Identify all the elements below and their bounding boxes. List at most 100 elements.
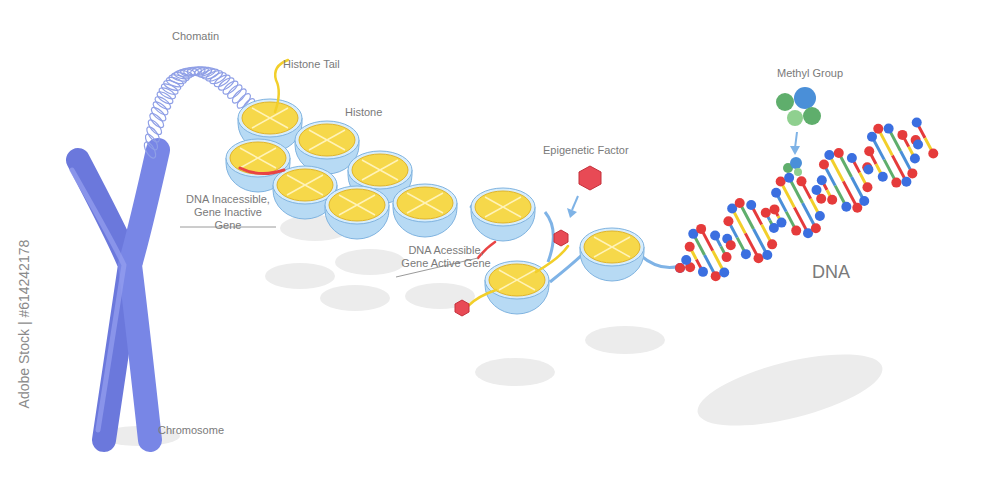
histone-rim: [295, 121, 359, 159]
backbone-ball: [816, 194, 826, 204]
histone-cross: [485, 197, 521, 217]
histone-cross: [499, 270, 535, 290]
histone-core: [242, 102, 298, 134]
histone-cross: [362, 160, 398, 180]
backbone-ball: [913, 140, 923, 150]
histone-cross: [240, 148, 276, 168]
backbone-ball: [827, 195, 837, 205]
backbone-ball: [811, 185, 821, 195]
backbone-ball: [912, 117, 922, 127]
histone-rim: [238, 99, 302, 137]
histone-cross: [287, 175, 323, 195]
histone-cross: [339, 195, 375, 215]
shadows: [100, 215, 889, 446]
backbone-ball: [754, 253, 764, 263]
backbone-ball: [771, 188, 781, 198]
backbone-ball: [770, 204, 780, 214]
histone-core: [584, 231, 640, 263]
inactive-gene-label: DNA Inacessible, Gene Inactive Gene: [180, 193, 276, 233]
coil-loop: [221, 79, 240, 97]
backbone-ball: [819, 160, 829, 170]
histone-rim: [471, 188, 535, 226]
histone-cross: [594, 237, 630, 257]
watermark: Adobe Stock | #614242178: [16, 208, 33, 408]
histone-rim: [393, 184, 457, 222]
backbone-ball: [847, 153, 857, 163]
methyl-group-label: Methyl Group: [777, 67, 843, 80]
backbone-ball: [710, 231, 720, 241]
backbone-ball: [722, 252, 732, 262]
backbone-ball: [698, 267, 708, 277]
histone-cross: [339, 195, 375, 215]
methyl-group: [776, 87, 821, 176]
histone-tail-label: Histone Tail: [283, 58, 340, 71]
histone-core: [352, 154, 408, 186]
histone-cross: [362, 160, 398, 180]
backbone-ball: [817, 175, 827, 185]
backbone-ball: [867, 132, 877, 142]
histone-cross: [594, 237, 630, 257]
backbone-ball: [891, 178, 901, 188]
histone-rim: [325, 186, 389, 224]
backbone-ball: [864, 146, 874, 156]
histone-core: [277, 169, 333, 201]
backbone-ball: [901, 177, 911, 187]
histone-cross: [287, 175, 323, 195]
backbone-ball: [878, 172, 888, 182]
backbone-ball: [928, 149, 938, 159]
backbone-ball: [863, 164, 873, 174]
backbone-ball: [815, 211, 825, 221]
histone-cross: [252, 108, 288, 128]
backbone-ball: [762, 250, 772, 260]
active-gene-label: DNA Acessible, Gene Active Gene: [398, 244, 494, 270]
backbone-ball: [776, 218, 786, 228]
backbone-ball: [811, 223, 821, 233]
histone-cross: [499, 270, 535, 290]
backbone-ball: [834, 148, 844, 158]
dna-helix: [675, 117, 938, 281]
backbone-ball: [784, 173, 794, 183]
backbone-ball: [741, 249, 751, 259]
histone-cross: [485, 197, 521, 217]
histone: [471, 188, 535, 241]
backbone-ball: [859, 196, 869, 206]
histone-label: Histone: [345, 106, 382, 119]
histones: [226, 99, 644, 314]
backbone-ball: [824, 150, 834, 160]
histone-core: [230, 142, 286, 174]
backbone-ball: [675, 263, 685, 273]
backbone-ball: [767, 239, 777, 249]
chromatin-label: Chomatin: [172, 30, 219, 43]
backbone-ball: [696, 224, 706, 234]
histone-core: [397, 187, 453, 219]
histone: [325, 186, 389, 239]
histone-core: [489, 264, 545, 296]
backbone-ball: [761, 208, 771, 218]
histone-cross: [309, 130, 345, 150]
backbone-ball: [862, 182, 872, 192]
chromosome: [72, 150, 158, 440]
backbone-ball: [735, 198, 745, 208]
histone-cross: [240, 148, 276, 168]
backbone-ball: [675, 263, 685, 273]
histone: [393, 184, 457, 237]
histone-core: [299, 124, 355, 156]
histone-tails: [240, 60, 568, 306]
backbone-ball: [796, 176, 806, 186]
backbone-ball: [746, 200, 756, 210]
histone-rim: [580, 228, 644, 266]
backbone-ball: [726, 240, 736, 250]
dna-label: DNA: [812, 262, 850, 284]
histone-rim: [485, 261, 549, 299]
histone-cross: [309, 130, 345, 150]
backbone-ball: [681, 255, 691, 265]
histone-cross: [407, 193, 443, 213]
histone: [580, 228, 644, 281]
backbone-ball: [897, 130, 907, 140]
backbone-ball: [791, 226, 801, 236]
chromosome-label: Chromosome: [158, 424, 224, 437]
backbone-ball: [907, 168, 917, 178]
backbone-ball: [910, 153, 920, 163]
histone-cross: [407, 193, 443, 213]
